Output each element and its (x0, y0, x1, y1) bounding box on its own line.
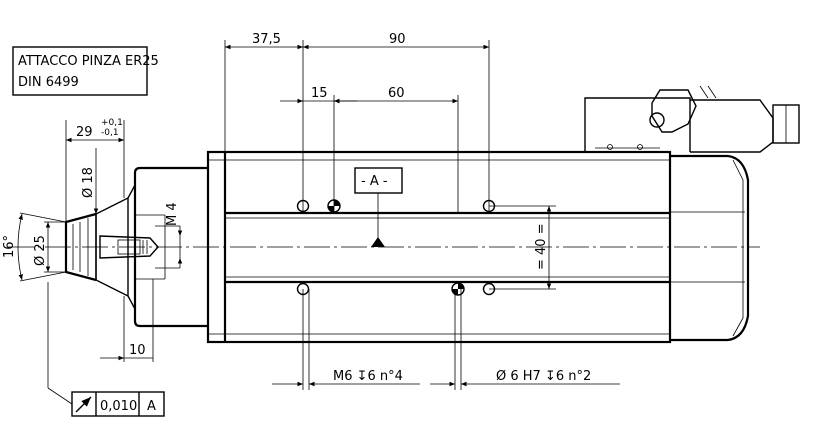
dim-60: 60 (388, 86, 405, 101)
dim-29: 29 (76, 125, 93, 140)
tolerance-value: 0,010 (100, 399, 137, 414)
callout-pin-holes: Ø 6 H7 ↧6 n°2 (496, 369, 591, 384)
tolerance-datum-ref: A (147, 399, 156, 414)
dim-16deg: 16° (2, 235, 17, 258)
spindle-nose (64, 166, 208, 328)
dim-phi25: Ø 25 (33, 235, 48, 266)
rear-cap (670, 154, 750, 342)
dim-37-5: 37,5 (252, 32, 281, 47)
dim-15: 15 (311, 86, 328, 101)
runout-arrow-icon (75, 396, 92, 413)
motor-body (206, 150, 672, 344)
connector (584, 85, 800, 153)
dim-29-tol-minus: -0,1 (101, 128, 119, 138)
dim-29-tol-plus: +0,1 (101, 118, 123, 128)
dim-90: 90 (389, 32, 406, 47)
title-line-1: ATTACCO PINZA ER25 (18, 54, 159, 69)
title-line-2: DIN 6499 (18, 75, 79, 90)
datum-label: - A - (361, 174, 388, 189)
tolerance-frame: 0,010 A (47, 282, 165, 417)
title-box: ATTACCO PINZA ER25 DIN 6499 (12, 46, 159, 96)
dim-10: 10 (129, 343, 146, 358)
mounting-holes (296, 199, 496, 296)
dim-phi18: Ø 18 (81, 167, 96, 198)
datum-a: - A - (354, 167, 403, 247)
callout-m6-holes: M6 ↧6 n°4 (333, 369, 403, 384)
dim-m4: M 4 (165, 202, 180, 226)
dim-40: = 40 = (534, 223, 549, 270)
